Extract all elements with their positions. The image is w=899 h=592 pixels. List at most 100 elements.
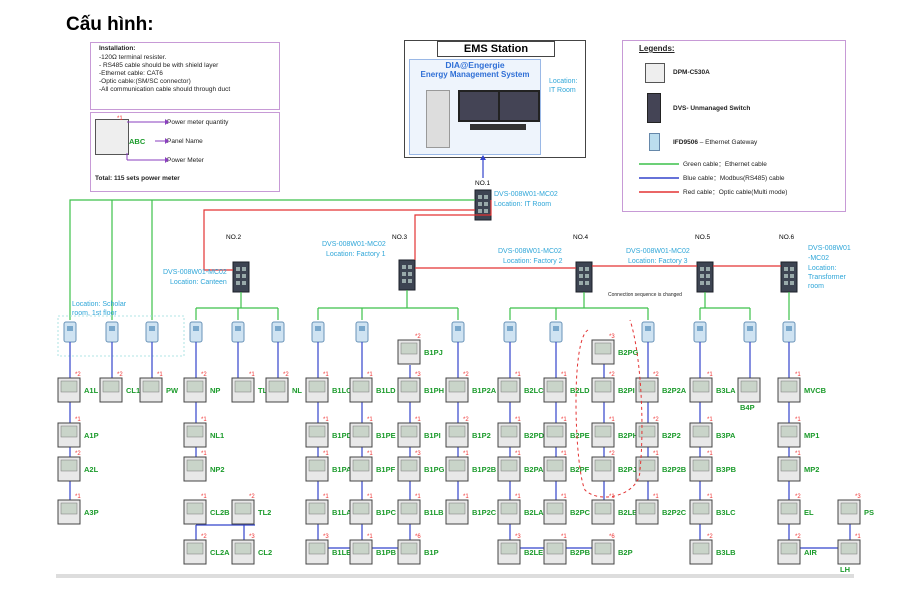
- switch-3-model: DVS-008W01-MC02: [322, 241, 386, 248]
- switch-port: [784, 267, 788, 271]
- meter-label: B2PD: [524, 431, 545, 440]
- switch-6: [780, 261, 798, 293]
- meter-star: *1: [707, 417, 713, 423]
- meter-star: *2: [653, 372, 659, 378]
- meter-label: B1LA: [332, 508, 352, 517]
- meter-screen: [692, 502, 710, 515]
- scholar-zone: [57, 315, 185, 357]
- switch-3-location: Location: Factory 1: [326, 251, 386, 258]
- legend-total: Total: 115 sets power meter: [95, 175, 180, 182]
- switch-port: [585, 274, 589, 278]
- legend-dpm-text: DPM-C530A: [673, 69, 710, 76]
- meter-label: B1PJ: [424, 348, 443, 357]
- meter-label: B2PI: [618, 386, 635, 395]
- meter-screen: [692, 542, 710, 555]
- meter-label: B1PH: [424, 386, 444, 395]
- meter-star: *2: [795, 534, 801, 540]
- meter-star: *1: [653, 451, 659, 457]
- meter-screen: [594, 342, 612, 355]
- meter-label: CL1: [126, 386, 140, 395]
- meter-screen: [400, 342, 418, 355]
- switch-port: [790, 274, 794, 278]
- meter-label: AIR: [804, 548, 818, 557]
- gateway: [693, 321, 707, 343]
- switch-port: [408, 272, 412, 276]
- meter-star: *1: [515, 451, 521, 457]
- meter-star: *1: [415, 417, 421, 423]
- meter-star: *1: [561, 451, 567, 457]
- meter-star: *1: [367, 451, 373, 457]
- meter-label: CL2B: [210, 508, 230, 517]
- switch-port: [242, 267, 246, 271]
- switch-port: [579, 274, 583, 278]
- meter-star: *1: [463, 451, 469, 457]
- switch-port: [408, 265, 412, 269]
- meter-star: *1: [707, 494, 713, 500]
- switch-6-model: DVS-008W01: [808, 245, 851, 252]
- meter-label: B3LA: [716, 386, 736, 395]
- meter-star: *1: [323, 417, 329, 423]
- meter-label: NP2: [210, 465, 225, 474]
- gateway-led: [455, 326, 461, 331]
- meter-screen: [780, 542, 798, 555]
- meter-star: *1: [515, 494, 521, 500]
- scholar-location-2: room, 1st floor: [72, 310, 117, 317]
- meter-screen: [500, 425, 518, 438]
- meter-screen: [268, 380, 286, 393]
- meter-label: TL: [258, 386, 268, 395]
- legend-switch-icon: [647, 93, 661, 123]
- meter-star: *2: [415, 334, 421, 340]
- meter-screen: [780, 380, 798, 393]
- gateway-led: [315, 326, 321, 331]
- meter-star: *1: [323, 372, 329, 378]
- legend-gateway-text: IFD9506 – Ethernet Gateway: [673, 139, 757, 147]
- gateway-led: [747, 326, 753, 331]
- gateway-led: [109, 326, 115, 331]
- switch-port: [484, 195, 488, 199]
- meter-screen: [546, 380, 564, 393]
- meter-label: B1PB: [376, 548, 397, 557]
- meter-label: B1PD: [332, 431, 353, 440]
- switch-port: [784, 274, 788, 278]
- meter-screen: [448, 459, 466, 472]
- switch-port: [236, 267, 240, 271]
- meter-label: B3LB: [716, 548, 736, 557]
- ems-title: EMS Station: [437, 41, 555, 57]
- meter-label: B1P2: [472, 431, 491, 440]
- switch-1-no: NO.1: [475, 180, 491, 187]
- legend-arrows: [126, 119, 169, 163]
- gateway: [145, 321, 159, 343]
- legend-gateway-desc: – Ethernet Gateway: [697, 139, 758, 146]
- installation-line: -120Ω terminal resister.: [99, 54, 167, 61]
- gateway-led: [235, 326, 241, 331]
- meter-screen: [840, 502, 858, 515]
- meter-screen: [638, 502, 656, 515]
- gateway-led: [553, 326, 559, 331]
- meter-star: *1: [201, 494, 207, 500]
- meter-label: B2LC: [524, 386, 544, 395]
- meter-label: B1PA: [332, 465, 352, 474]
- server-icon: [426, 90, 450, 148]
- meter-star: *2: [75, 451, 81, 457]
- meter-screen: [546, 459, 564, 472]
- meter-star: *2: [249, 494, 255, 500]
- meter-label: B2PG: [618, 348, 639, 357]
- switch-3-no: NO.3: [392, 234, 408, 241]
- meter-screen: [692, 425, 710, 438]
- meter-screen: [500, 459, 518, 472]
- meter-label: NL1: [210, 431, 224, 440]
- switch-port: [236, 281, 240, 285]
- legend-gateway-code: IFD9506: [673, 139, 698, 146]
- meter-label: NL: [292, 386, 302, 395]
- optic-line-to-2: [203, 209, 475, 271]
- meter-label: B2PH: [618, 431, 638, 440]
- meter-label: B2PJ: [618, 465, 637, 474]
- meter-label: B1P2C: [472, 508, 497, 517]
- switch-port: [402, 279, 406, 283]
- switch-port: [242, 274, 246, 278]
- connection-change-outline: [575, 319, 643, 498]
- scholar-location-1: Location: Scholar: [72, 301, 127, 308]
- meter-label: B2PB: [570, 548, 591, 557]
- switch-port: [236, 274, 240, 278]
- switch-port: [706, 267, 710, 271]
